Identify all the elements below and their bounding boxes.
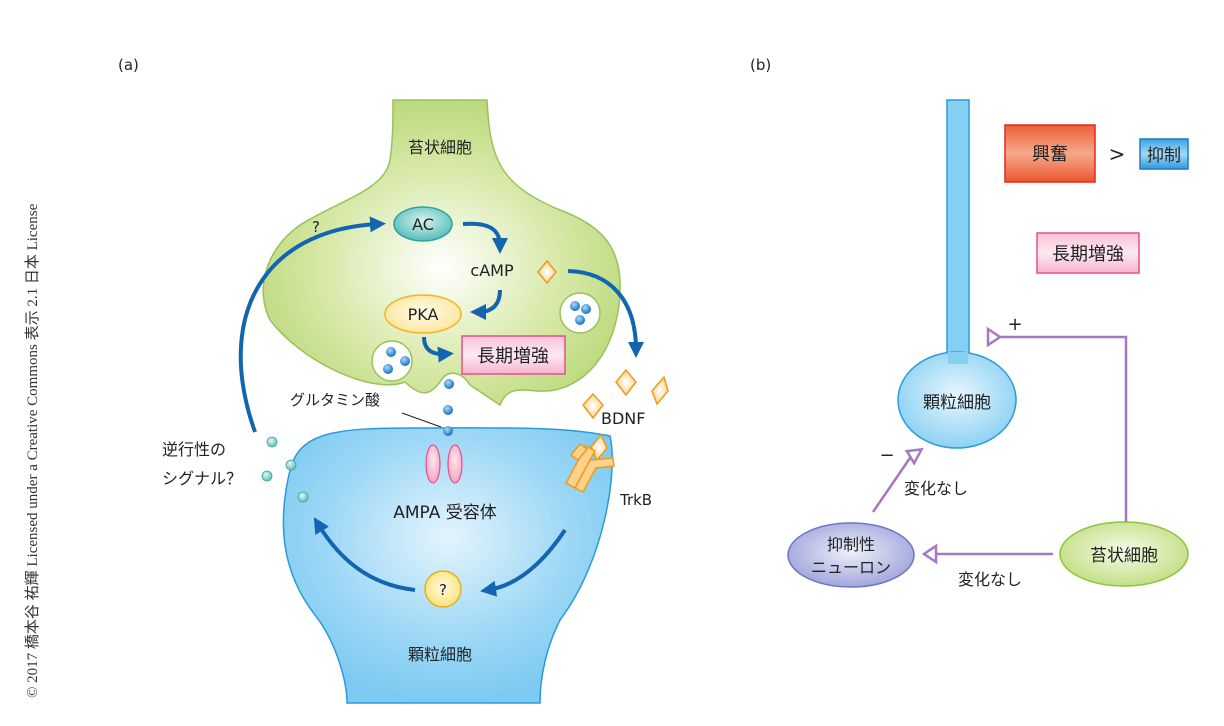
granule-cell-label: 顆粒細胞 bbox=[408, 645, 472, 664]
bdnf-diamond bbox=[582, 392, 604, 420]
pka-to-ltp-arrow bbox=[422, 336, 454, 363]
glutamate-label: グルタミン酸 bbox=[290, 391, 380, 409]
interneuron-to-granule-axon bbox=[871, 454, 914, 513]
panel-a: (a) 苔状細胞 顆粒細胞 ? AC cAMP PKA 長期増強 bbox=[118, 56, 669, 704]
glutamate-leader-line bbox=[401, 412, 442, 428]
ampa-label: AMPA 受容体 bbox=[393, 503, 497, 523]
retrograde-arrow bbox=[238, 216, 386, 433]
vesicle-right bbox=[559, 292, 601, 334]
camp-diamond bbox=[537, 259, 557, 285]
ampa-receptor bbox=[447, 444, 463, 484]
inhibition-box bbox=[1139, 138, 1189, 170]
ltp-box-a bbox=[461, 335, 566, 375]
question-mark-top: ? bbox=[312, 218, 320, 236]
ampa-receptor bbox=[425, 444, 441, 484]
question-to-retrograde-arrow bbox=[313, 517, 416, 592]
trkb-label: TrkB bbox=[619, 491, 652, 509]
bdnf-diamond bbox=[615, 368, 637, 397]
panel-a-label: (a) bbox=[118, 56, 139, 74]
excitation-box bbox=[1004, 124, 1096, 183]
trkb-receptor bbox=[565, 443, 615, 493]
mossy-interneuron-synapse bbox=[921, 543, 938, 565]
mossy-cell-terminal bbox=[262, 99, 621, 407]
panel-b-label: (b) bbox=[750, 56, 771, 74]
ltp-box-b bbox=[1036, 232, 1140, 274]
glutamate-dot bbox=[443, 405, 453, 415]
greater-than-sign: > bbox=[1109, 142, 1126, 166]
ltp-label-a: 長期増強 bbox=[477, 346, 549, 367]
mossy-cell-label-b: 苔状細胞 bbox=[1090, 546, 1158, 566]
ac-enzyme bbox=[393, 206, 453, 242]
excitatory-synapse bbox=[986, 326, 1003, 348]
excitation-label: 興奮 bbox=[1032, 144, 1068, 165]
glutamate-dot bbox=[444, 379, 454, 389]
interneuron-cell bbox=[787, 522, 915, 588]
pka-enzyme bbox=[384, 294, 462, 334]
mossy-cell-label: 苔状細胞 bbox=[408, 138, 472, 157]
retrograde-dot bbox=[285, 459, 297, 471]
granule-dendrite bbox=[906, 99, 1009, 389]
retrograde-label-line1: 逆行性の bbox=[162, 440, 226, 459]
interneuron-label-line2: ニューロン bbox=[811, 558, 891, 577]
interneuron-label-line1: 抑制性 bbox=[827, 535, 875, 554]
no-change-label-2: 変化なし bbox=[958, 570, 1022, 589]
camp-to-pka-arrow bbox=[470, 289, 502, 320]
minus-sign: − bbox=[879, 445, 894, 466]
panel-b: (b) 顆粒細胞 興奮 > 抑制 長期増強 + − 変化なし 変化なし 抑制性 … bbox=[750, 56, 1189, 589]
mossy-to-granule-axon bbox=[993, 335, 1128, 544]
granule-cell-body bbox=[282, 427, 613, 704]
retrograde-label-line2: シグナル？ bbox=[162, 469, 242, 488]
bdnf-diamond bbox=[651, 375, 669, 406]
inhibition-label: 抑制 bbox=[1147, 146, 1181, 166]
inhibitory-synapse bbox=[904, 447, 924, 466]
plus-sign: + bbox=[1007, 314, 1022, 335]
unknown-molecule bbox=[424, 570, 462, 608]
trkb-to-question-arrow bbox=[480, 528, 567, 597]
camp-label: cAMP bbox=[470, 261, 514, 280]
ltp-label-b: 長期増強 bbox=[1052, 244, 1124, 265]
ac-to-camp-arrow bbox=[462, 221, 508, 254]
mossy-cell-b bbox=[1059, 521, 1189, 587]
question-mark-post: ? bbox=[439, 581, 447, 599]
no-change-label-1: 変化なし bbox=[904, 479, 968, 498]
retrograde-dot bbox=[261, 470, 273, 482]
glutamate-dot bbox=[443, 426, 453, 436]
license-text: © 2017 橋本谷 祐輝 Licensed under a Creative … bbox=[24, 203, 41, 698]
ac-label: AC bbox=[412, 215, 434, 234]
retrograde-dot bbox=[266, 436, 278, 448]
camp-to-bdnf-arrow bbox=[567, 269, 644, 358]
vesicle-left bbox=[371, 340, 413, 382]
retrograde-dot bbox=[297, 491, 309, 503]
granule-cell-label-b: 顆粒細胞 bbox=[923, 393, 991, 413]
bdnf-label: BDNF bbox=[601, 409, 645, 428]
pka-label: PKA bbox=[408, 305, 439, 324]
